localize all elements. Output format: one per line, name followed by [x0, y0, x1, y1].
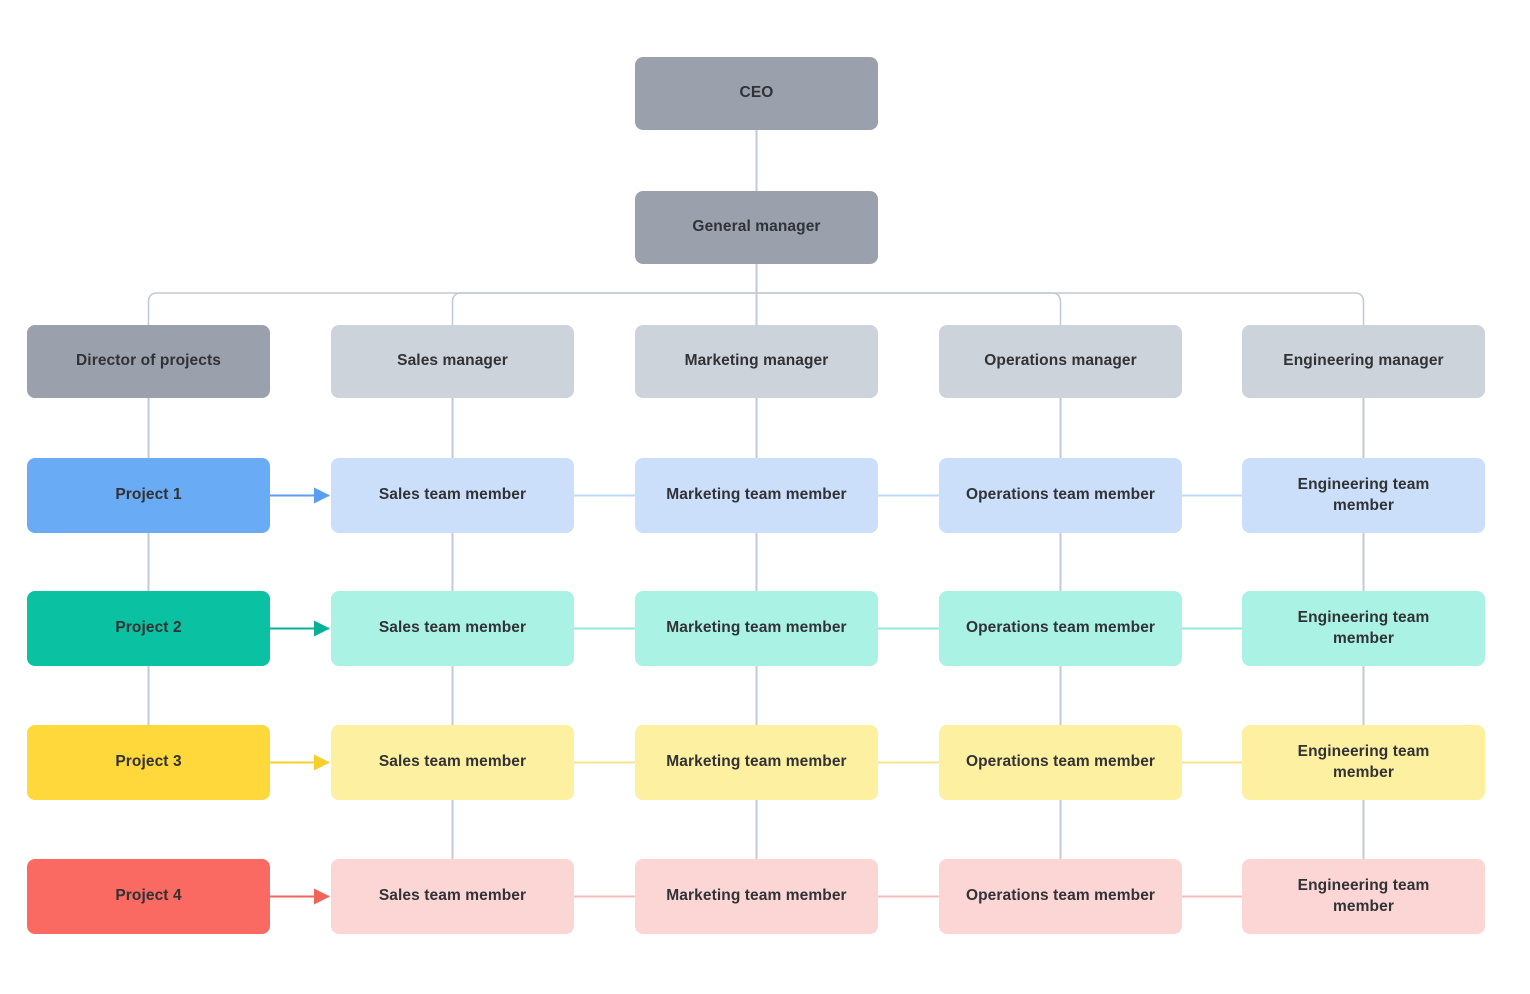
- p4-operations-label: Operations team member: [965, 887, 1156, 905]
- project-1-label: Project 1: [115, 486, 182, 504]
- general-manager-label: General manager: [692, 218, 821, 236]
- p4-marketing[interactable]: Marketing team member: [635, 859, 878, 934]
- project-1[interactable]: Project 1: [27, 458, 270, 533]
- p1-engineering[interactable]: Engineering team member: [1242, 458, 1485, 533]
- operations-manager[interactable]: Operations manager: [939, 325, 1182, 398]
- p2-engineering-label: Engineering team member: [1297, 608, 1430, 647]
- p1-marketing-label: Marketing team member: [666, 486, 847, 504]
- p1-operations[interactable]: Operations team member: [939, 458, 1182, 533]
- p1-sales-label: Sales team member: [378, 486, 527, 504]
- p4-engineering[interactable]: Engineering team member: [1242, 859, 1485, 934]
- p4-operations[interactable]: Operations team member: [939, 859, 1182, 934]
- project-3[interactable]: Project 3: [27, 725, 270, 800]
- p3-sales[interactable]: Sales team member: [331, 725, 574, 800]
- p4-sales[interactable]: Sales team member: [331, 859, 574, 934]
- p2-sales[interactable]: Sales team member: [331, 591, 574, 666]
- p4-marketing-label: Marketing team member: [666, 887, 847, 905]
- director-of-projects-label: Director of projects: [76, 352, 221, 370]
- sales-manager-label: Sales manager: [397, 352, 508, 370]
- engineering-manager-label: Engineering manager: [1283, 352, 1444, 370]
- p2-operations[interactable]: Operations team member: [939, 591, 1182, 666]
- p3-operations[interactable]: Operations team member: [939, 725, 1182, 800]
- project-2[interactable]: Project 2: [27, 591, 270, 666]
- p3-operations-label: Operations team member: [965, 753, 1156, 771]
- p3-sales-label: Sales team member: [378, 753, 527, 771]
- p4-sales-label: Sales team member: [378, 887, 527, 905]
- p2-marketing[interactable]: Marketing team member: [635, 591, 878, 666]
- director-of-projects[interactable]: Director of projects: [27, 325, 270, 398]
- project-4-label: Project 4: [115, 887, 182, 905]
- sales-manager[interactable]: Sales manager: [331, 325, 574, 398]
- p1-marketing[interactable]: Marketing team member: [635, 458, 878, 533]
- project-3-label: Project 3: [115, 753, 182, 771]
- marketing-manager[interactable]: Marketing manager: [635, 325, 878, 398]
- general-manager[interactable]: General manager: [635, 191, 878, 264]
- marketing-manager-label: Marketing manager: [684, 352, 829, 370]
- ceo[interactable]: CEO: [635, 57, 878, 130]
- p2-marketing-label: Marketing team member: [666, 619, 847, 637]
- p3-marketing-label: Marketing team member: [666, 753, 847, 771]
- p3-marketing[interactable]: Marketing team member: [635, 725, 878, 800]
- engineering-manager[interactable]: Engineering manager: [1242, 325, 1485, 398]
- p3-engineering-label: Engineering team member: [1297, 742, 1430, 781]
- p1-sales[interactable]: Sales team member: [331, 458, 574, 533]
- p2-engineering[interactable]: Engineering team member: [1242, 591, 1485, 666]
- p1-operations-label: Operations team member: [965, 486, 1156, 504]
- p3-engineering[interactable]: Engineering team member: [1242, 725, 1485, 800]
- operations-manager-label: Operations manager: [984, 352, 1137, 370]
- p4-engineering-label: Engineering team member: [1297, 876, 1430, 915]
- p1-engineering-label: Engineering team member: [1297, 475, 1430, 514]
- project-2-label: Project 2: [115, 619, 182, 637]
- ceo-label: CEO: [739, 84, 774, 102]
- p2-operations-label: Operations team member: [965, 619, 1156, 637]
- p2-sales-label: Sales team member: [378, 619, 527, 637]
- project-4[interactable]: Project 4: [27, 859, 270, 934]
